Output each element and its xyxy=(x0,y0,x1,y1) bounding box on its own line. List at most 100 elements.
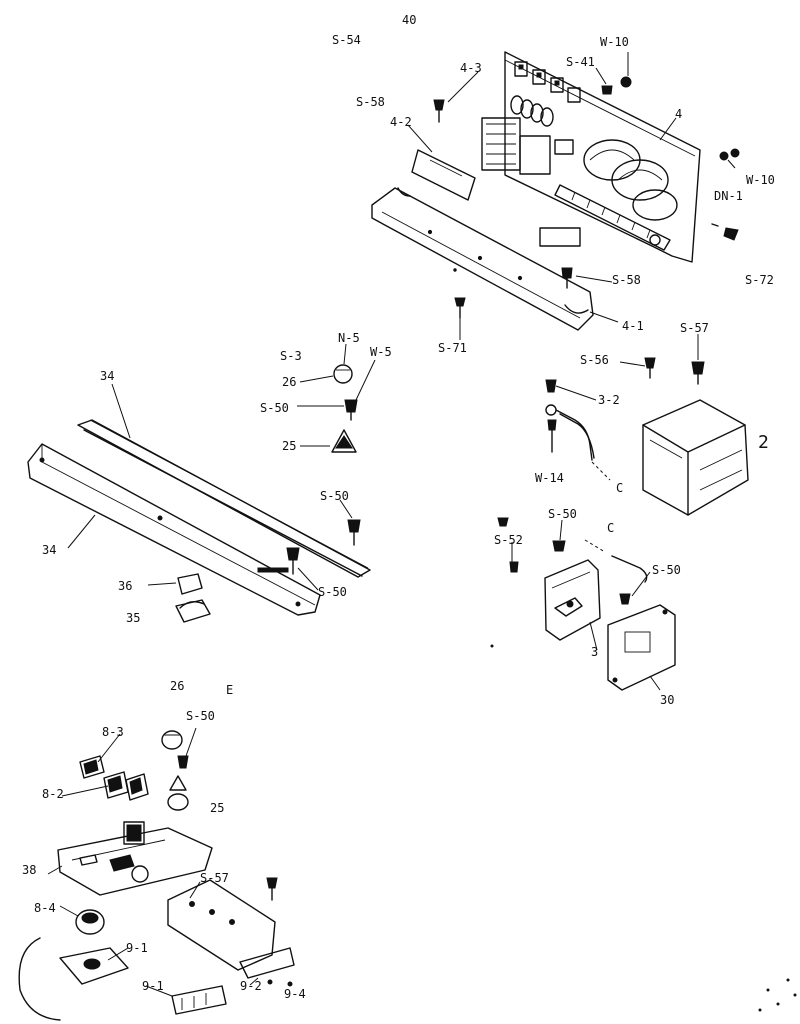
panel-38 xyxy=(57,827,213,896)
label-9-4: 9-4 xyxy=(284,987,306,1001)
label-w-10-a: W-10 xyxy=(600,35,629,49)
rail-34-lower xyxy=(27,443,321,616)
label-w-14: W-14 xyxy=(535,471,564,485)
label-s-56: S-56 xyxy=(580,353,609,367)
label-8-4: 8-4 xyxy=(34,901,56,915)
screw-s-50-c xyxy=(286,547,300,575)
label-s-50-d: S-50 xyxy=(548,507,577,521)
coil-assembly xyxy=(583,139,678,221)
label-s-54: S-54 xyxy=(332,33,361,47)
harness-9-1 xyxy=(18,937,129,1021)
label-s-50-e: S-50 xyxy=(652,563,681,577)
label-c-1: C xyxy=(616,481,623,495)
board-bracket-4-2 xyxy=(411,149,476,201)
label-s-57-b: S-57 xyxy=(200,871,229,885)
screw-s-50-g xyxy=(619,593,631,605)
label-8-2: 8-2 xyxy=(42,787,64,801)
connector-9-1-b xyxy=(171,985,227,1015)
screw-dn-1 xyxy=(711,223,739,241)
label-w-5: W-5 xyxy=(370,345,392,359)
switch-8-2 xyxy=(103,771,149,801)
label-8-3: 8-3 xyxy=(102,725,124,739)
label-34-b: 34 xyxy=(42,543,56,557)
bracket-9-2 xyxy=(239,947,295,987)
label-34-a: 34 xyxy=(100,369,114,383)
screw-s-56 xyxy=(644,357,656,379)
label-3-2: 3-2 xyxy=(598,393,620,407)
label-30: 30 xyxy=(660,693,674,707)
label-s-50-a: S-50 xyxy=(260,401,289,415)
relay-row xyxy=(514,61,581,103)
label-c-2: C xyxy=(607,521,614,535)
screw-s-50-b xyxy=(347,519,361,546)
knob-26 xyxy=(333,364,353,384)
label-25-b: 25 xyxy=(210,801,224,815)
wire-3-2 xyxy=(545,379,595,461)
terminal-strip xyxy=(554,184,671,251)
label-40: 40 xyxy=(402,13,416,27)
part-labels: 40 S-54 S-58 4-3 S-41 W-10 4 4-2 W-10 DN… xyxy=(22,13,775,1001)
switch-8-3 xyxy=(79,755,105,779)
control-board-assembly xyxy=(481,51,701,263)
label-s-41: S-41 xyxy=(566,55,595,69)
washer-w-14 xyxy=(547,419,557,453)
connector-8-4 xyxy=(75,909,105,935)
part-25 xyxy=(331,429,357,453)
label-4: 4 xyxy=(675,107,682,121)
screw-s-52 xyxy=(497,517,519,573)
label-9-1-a: 9-1 xyxy=(126,941,148,955)
label-w-10-b: W-10 xyxy=(746,173,775,187)
scan-noise xyxy=(490,644,797,1012)
label-s-50-f: S-50 xyxy=(186,709,215,723)
screw-4-3 xyxy=(433,99,445,123)
label-s-58-b: S-58 xyxy=(612,273,641,287)
transformer-block xyxy=(481,117,551,175)
label-25-a: 25 xyxy=(282,439,296,453)
label-9-2: 9-2 xyxy=(240,979,262,993)
coil-stack xyxy=(510,95,554,127)
screw-s-58-b xyxy=(561,267,573,289)
label-s-72: S-72 xyxy=(745,273,774,287)
label-s-57-a: S-57 xyxy=(680,321,709,335)
label-2: 2 xyxy=(758,432,769,453)
part-25-b xyxy=(167,775,189,811)
capacitor-bracket-3 xyxy=(544,559,601,641)
label-38: 38 xyxy=(22,863,36,877)
screw-s-50-a xyxy=(344,399,358,421)
label-s-58-a: S-58 xyxy=(356,95,385,109)
label-e: E xyxy=(226,683,233,697)
screw-s-50-f xyxy=(177,755,189,769)
label-s-71: S-71 xyxy=(438,341,467,355)
knob-26-b xyxy=(161,730,183,750)
label-3: 3 xyxy=(591,645,598,659)
label-9-1-b: 9-1 xyxy=(142,979,164,993)
screw-s-57-b xyxy=(266,877,278,901)
label-s-52: S-52 xyxy=(494,533,523,547)
label-4-2: 4-2 xyxy=(390,115,412,129)
washer-w-10-b xyxy=(719,148,740,161)
washer-w-10-a xyxy=(620,76,632,88)
label-4-3: 4-3 xyxy=(460,61,482,75)
label-26-b: 26 xyxy=(170,679,184,693)
clip-36 xyxy=(147,573,203,595)
label-26-a: 26 xyxy=(282,375,296,389)
label-n-5: N-5 xyxy=(338,331,360,345)
label-s-50-b: S-50 xyxy=(320,489,349,503)
screw-s-41 xyxy=(601,85,613,95)
label-s-3: S-3 xyxy=(280,349,302,363)
screw-s-50-e xyxy=(552,540,566,552)
transformer-2 xyxy=(642,399,749,516)
panel-s-57 xyxy=(167,879,276,971)
label-35: 35 xyxy=(126,611,140,625)
screw-s-57-a xyxy=(691,361,705,385)
label-36: 36 xyxy=(118,579,132,593)
base-bracket-4-1 xyxy=(371,187,594,331)
rail-34-upper xyxy=(77,419,371,578)
cover-plate-30 xyxy=(607,604,676,691)
label-4-1: 4-1 xyxy=(622,319,644,333)
clip-35 xyxy=(175,599,211,623)
screw-s-71 xyxy=(454,297,466,319)
label-dn-1: DN-1 xyxy=(714,189,743,203)
leader-lines xyxy=(47,52,736,997)
